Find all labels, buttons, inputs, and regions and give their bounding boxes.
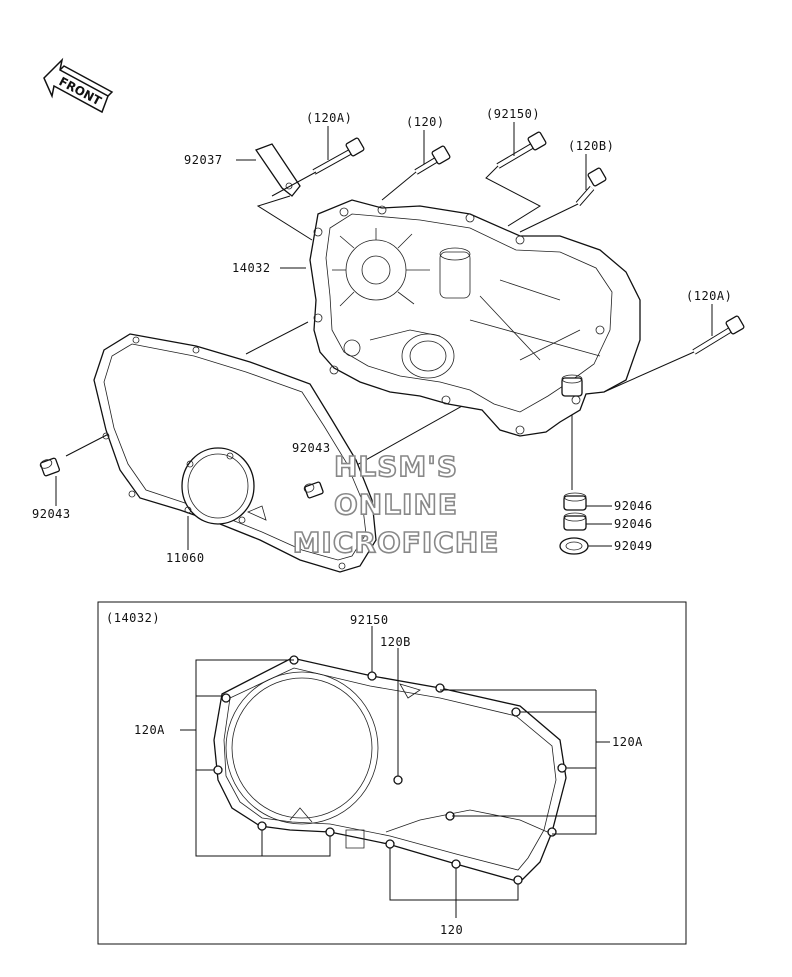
bushing-92046-a	[563, 492, 587, 511]
label-120a-top: (120A)	[306, 111, 352, 125]
label-92043-left: 92043	[32, 507, 71, 521]
clutch-cover-14032	[309, 199, 641, 437]
gasket-11060	[93, 333, 377, 573]
label-14032: 14032	[232, 261, 271, 275]
dowel-pin-92043-mid	[303, 481, 324, 499]
inset-panel: (14032)	[97, 601, 687, 945]
seal-92049	[559, 537, 589, 555]
clamp-92037	[254, 143, 301, 197]
front-arrow-icon: FRONT	[43, 57, 114, 114]
inset-label-120a-right: 120A	[612, 735, 643, 749]
bolt-120-top	[414, 145, 451, 175]
label-92046-b: 92046	[614, 517, 653, 531]
label-120a-right: (120A)	[686, 289, 732, 303]
dowel-pin-92043-left	[39, 457, 60, 477]
label-92043-mid: 92043	[292, 441, 331, 455]
label-92049: 92049	[614, 539, 653, 553]
label-11060: 11060	[166, 551, 205, 565]
watermark-line-2: ONLINE	[334, 488, 458, 521]
bolt-92150-top	[496, 131, 547, 169]
inset-title: (14032)	[106, 611, 160, 625]
label-92037: 92037	[184, 153, 223, 167]
inset-label-120b: 120B	[380, 635, 411, 649]
bolt-120b-top	[575, 167, 607, 206]
label-120b-top: (120B)	[568, 139, 614, 153]
label-92046-a: 92046	[614, 499, 653, 513]
inset-label-92150: 92150	[350, 613, 389, 627]
bolt-120a-right	[692, 315, 745, 355]
watermark-line-1: HLSM'S	[334, 450, 458, 483]
label-92150-top: (92150)	[486, 107, 540, 121]
bolt-120a-top	[312, 137, 365, 175]
label-120-top: (120)	[406, 115, 445, 129]
watermark-line-3: MICROFICHE	[293, 526, 500, 559]
inset-label-120: 120	[440, 923, 463, 937]
watermark: HLSM'S ONLINE MICROFICHE	[292, 449, 500, 560]
bushing-92046-b	[563, 512, 587, 531]
inset-label-120a-left: 120A	[134, 723, 165, 737]
